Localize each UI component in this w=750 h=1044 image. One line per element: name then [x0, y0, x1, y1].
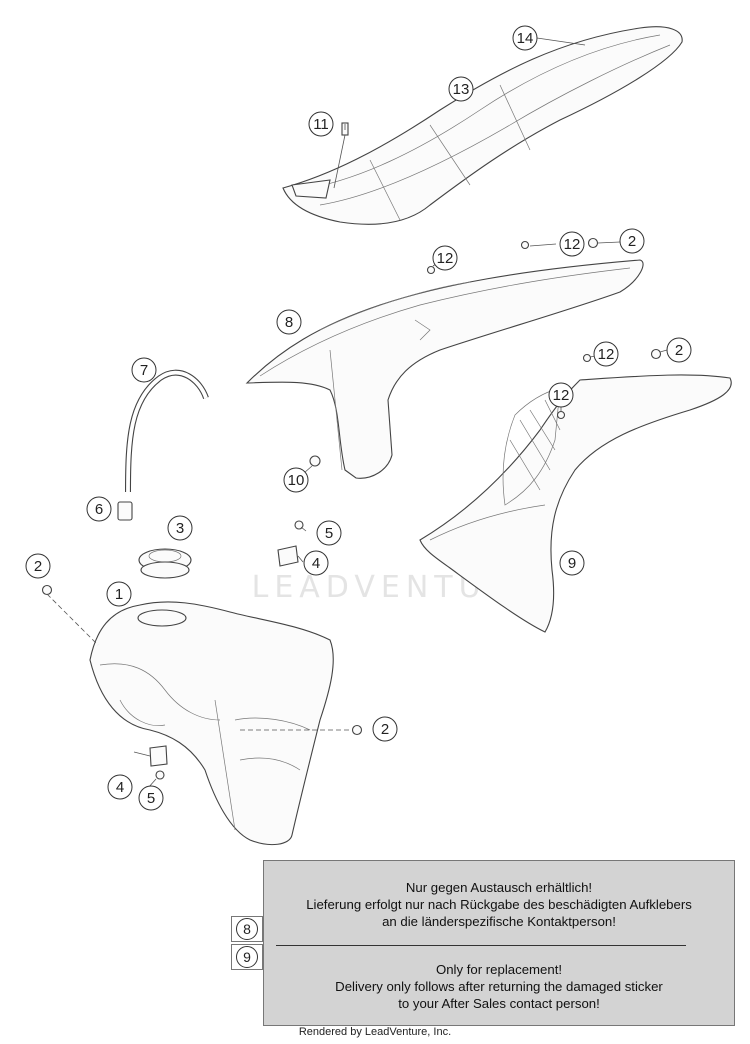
screw-2-a[interactable]: [587, 237, 599, 249]
svg-text:3: 3: [176, 520, 184, 537]
svg-text:12: 12: [564, 236, 581, 253]
notice-en-line-3: to your After Sales contact person!: [398, 996, 600, 1011]
svg-text:5: 5: [147, 790, 155, 807]
screw-12-a[interactable]: [426, 265, 436, 275]
callout-4-a: 4: [303, 550, 329, 576]
screw-2-tank-left[interactable]: [41, 584, 53, 596]
callout-12-c: 12: [593, 341, 619, 367]
notice-de-line-2: Lieferung erfolgt nur nach Rückgabe des …: [306, 897, 692, 912]
svg-text:8: 8: [285, 314, 293, 331]
notice-de-line-3: an die länderspezifische Kontaktperson!: [382, 914, 616, 929]
fuel-hose[interactable]: [125, 369, 209, 493]
callout-3: 3: [167, 515, 193, 541]
notice-tag-8: 8: [231, 916, 263, 942]
svg-text:14: 14: [517, 30, 534, 47]
callout-6: 6: [86, 496, 112, 522]
bushing-lower[interactable]: [149, 745, 168, 767]
svg-text:13: 13: [453, 81, 470, 98]
notice-divider: [276, 945, 686, 946]
render-credit: Rendered by LeadVenture, Inc.: [298, 1026, 452, 1038]
svg-text:7: 7: [140, 362, 148, 379]
side-panel-left[interactable]: [245, 259, 644, 479]
notice-tag-8-label: 8: [236, 918, 258, 940]
callout-13: 13: [448, 76, 474, 102]
screw-2-b[interactable]: [650, 348, 662, 360]
screw-12-c[interactable]: [582, 353, 592, 363]
callout-11: 11: [308, 111, 334, 137]
callout-12-d: 12: [548, 382, 574, 408]
callout-5-b: 5: [138, 785, 164, 811]
svg-text:11: 11: [313, 116, 329, 133]
svg-text:2: 2: [675, 342, 683, 359]
svg-text:12: 12: [437, 250, 454, 267]
bushing-upper[interactable]: [277, 545, 299, 567]
screw-12-b[interactable]: [520, 240, 530, 250]
svg-text:2: 2: [381, 721, 389, 738]
svg-text:1: 1: [115, 586, 123, 603]
svg-text:9: 9: [568, 555, 576, 572]
notice-en-line-1: Only for replacement!: [435, 962, 563, 977]
hose-clip[interactable]: [117, 501, 133, 521]
callout-14: 14: [512, 25, 538, 51]
svg-text:2: 2: [34, 558, 42, 575]
callout-12-a: 12: [432, 245, 458, 271]
notice-tag-9: 9: [231, 944, 263, 970]
screw-lower[interactable]: [155, 770, 165, 780]
svg-text:2: 2: [628, 233, 636, 250]
svg-text:4: 4: [312, 555, 320, 572]
callout-2-b: 2: [666, 337, 692, 363]
callout-2-c: 2: [25, 553, 51, 579]
callout-1: 1: [106, 581, 132, 607]
svg-text:4: 4: [116, 779, 124, 796]
svg-text:12: 12: [598, 346, 615, 363]
svg-text:5: 5: [325, 525, 333, 542]
notice-en-line-2: Delivery only follows after returning th…: [335, 979, 663, 994]
callout-5-a: 5: [316, 520, 342, 546]
callout-12-b: 12: [559, 231, 585, 257]
screw-2-tank-right[interactable]: [351, 724, 363, 736]
callout-8: 8: [276, 309, 302, 335]
replacement-notice: Nur gegen Austausch erhältlich! Lieferun…: [263, 860, 735, 1026]
side-panel-right[interactable]: [419, 374, 732, 633]
callout-9: 9: [559, 550, 585, 576]
screw-12-d[interactable]: [556, 410, 566, 420]
svg-text:6: 6: [95, 501, 103, 518]
fuel-cap[interactable]: [138, 548, 192, 579]
svg-text:10: 10: [288, 472, 305, 489]
notice-tag-9-label: 9: [236, 946, 258, 968]
fuel-tank[interactable]: [89, 601, 334, 846]
svg-text:12: 12: [553, 387, 570, 404]
callout-7: 7: [131, 357, 157, 383]
callout-10: 10: [283, 467, 309, 493]
callout-2-a: 2: [619, 228, 645, 254]
screw-10[interactable]: [309, 455, 321, 467]
callout-2-d: 2: [372, 716, 398, 742]
seat[interactable]: [282, 26, 683, 225]
callout-4-b: 4: [107, 774, 133, 800]
notice-de-line-1: Nur gegen Austausch erhältlich!: [405, 880, 593, 895]
